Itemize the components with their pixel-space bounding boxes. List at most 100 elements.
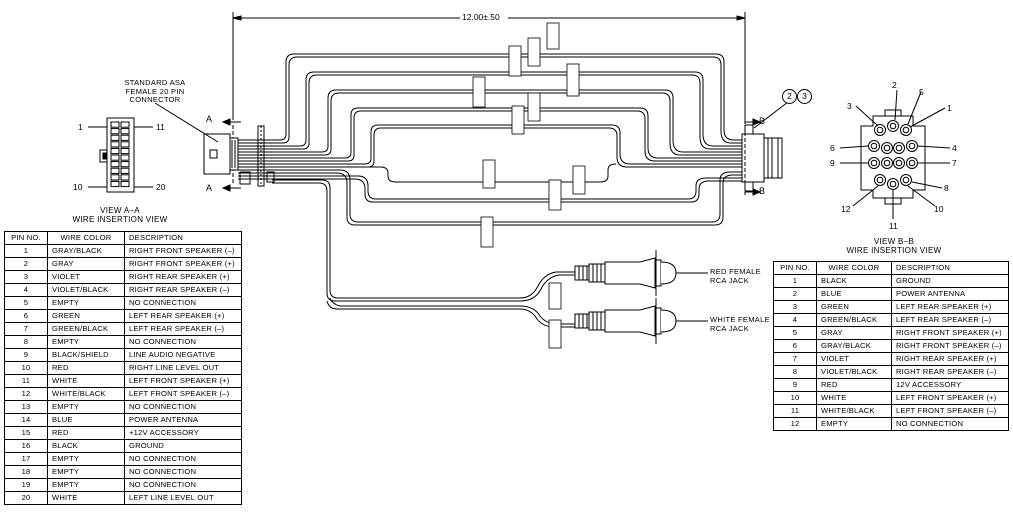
description-cell: RIGHT REAR SPEAKER (+) — [124, 270, 242, 284]
connector-a-label-line: STANDARD ASA — [124, 78, 186, 87]
b-pin-5-label: 5 — [919, 87, 924, 97]
column-header: DESCRIPTION — [124, 231, 242, 245]
connector-a-cavity — [120, 154, 130, 161]
connector-b-cavity — [868, 157, 880, 169]
b-pin-12-label: 12 — [841, 204, 851, 214]
b-pin-1-label: 1 — [947, 103, 952, 113]
connector-a-cavity — [110, 180, 120, 188]
connector-b-side — [741, 101, 789, 196]
wire-color-cell: GREEN — [816, 300, 892, 314]
wire-color-cell: RED — [816, 378, 892, 392]
connector-a-cavity — [120, 167, 130, 174]
connector-b-pin-leader — [839, 145, 869, 149]
pin-number-cell: 9 — [4, 348, 48, 362]
section-b-marker-bottom: B — [759, 186, 766, 196]
white-rca-jack — [574, 298, 708, 344]
pin-number-cell: 2 — [4, 257, 48, 271]
red-rca-label: RED FEMALE RCA JACK — [710, 267, 790, 285]
connector-b-cavity — [893, 142, 905, 154]
connector-b-cavity — [906, 140, 918, 152]
connector-b-pin-leader — [907, 185, 936, 207]
b-pin-4-label: 4 — [952, 143, 957, 153]
wire-color-cell: GREEN — [47, 309, 125, 323]
callout-2-balloon: 2 — [782, 89, 797, 104]
wire-color-cell: EMPTY — [47, 465, 125, 479]
connector-b-cavity-inner — [883, 159, 891, 167]
pin-number-cell: 19 — [4, 478, 48, 492]
connector-a-cavity — [110, 147, 120, 155]
b-pin-9-label: 9 — [830, 158, 835, 168]
connector-a-cavity — [120, 121, 130, 128]
connector-b-cavity-inner — [889, 180, 897, 188]
connector-b-cavity — [893, 157, 905, 169]
b-pin-10-label: 10 — [934, 204, 944, 214]
b-pin-3-label: 3 — [847, 101, 852, 111]
connector-b-cavity-inner — [889, 122, 897, 130]
connector-b-cavity — [900, 124, 912, 136]
view-b-title: VIEW B–B WIRE INSERTION VIEW — [838, 237, 950, 255]
white-rca-label: WHITE FEMALE RCA JACK — [710, 315, 790, 333]
pin-number-cell: 10 — [4, 361, 48, 375]
column-header: PIN NO. — [773, 261, 817, 275]
connector-a-label: STANDARD ASA FEMALE 20 PIN CONNECTOR — [112, 78, 198, 105]
connector-b-pin-leader — [852, 185, 879, 207]
pin-number-cell: 18 — [4, 465, 48, 479]
description-cell: LEFT REAR SPEAKER (+) — [891, 300, 1009, 314]
overall-length-dimension — [232, 12, 746, 120]
connector-a-cavity — [120, 161, 130, 168]
connector-b-cavity-inner — [902, 126, 910, 134]
description-cell: 12V ACCESSORY — [891, 378, 1009, 392]
wire-color-cell: EMPTY — [47, 400, 125, 414]
column-header: DESCRIPTION — [891, 261, 1009, 275]
wire-color-cell: EMPTY — [47, 452, 125, 466]
wire-color-cell: BLUE — [47, 413, 125, 427]
wire-color-cell: WHITE — [47, 374, 125, 388]
red-rca-label-line: RCA JACK — [710, 275, 750, 285]
description-cell: +12V ACCESSORY — [124, 426, 242, 440]
pin-number-cell: 15 — [4, 426, 48, 440]
pin-number-cell: 17 — [4, 452, 48, 466]
pin-number-cell: 16 — [4, 439, 48, 453]
description-cell: RIGHT REAR SPEAKER (–) — [124, 283, 242, 297]
overall-length-label: 12.00±.50 — [462, 12, 500, 22]
pin-number-cell: 11 — [4, 374, 48, 388]
pin-number-cell: 1 — [773, 274, 817, 288]
pin-20-label: 20 — [156, 182, 166, 192]
connector-a-cavity — [120, 147, 130, 155]
connector-a-cavity — [110, 141, 120, 148]
wire-color-cell: EMPTY — [816, 417, 892, 431]
pin-number-cell: 5 — [773, 326, 817, 340]
wire-color-cell: VIOLET/BLACK — [47, 283, 125, 297]
white-rca-label-line: WHITE FEMALE — [710, 315, 770, 324]
wire-color-cell: BLACK — [47, 439, 125, 453]
b-pin-8-label: 8 — [944, 183, 949, 193]
description-cell: LEFT REAR SPEAKER (–) — [891, 313, 1009, 327]
description-cell: POWER ANTENNA — [124, 413, 242, 427]
connector-b-cavity — [887, 178, 899, 190]
description-cell: LEFT REAR SPEAKER (–) — [124, 322, 242, 336]
pin-number-cell: 4 — [4, 283, 48, 297]
connector-a-cavity — [110, 128, 120, 135]
pin-number-cell: 10 — [773, 391, 817, 405]
